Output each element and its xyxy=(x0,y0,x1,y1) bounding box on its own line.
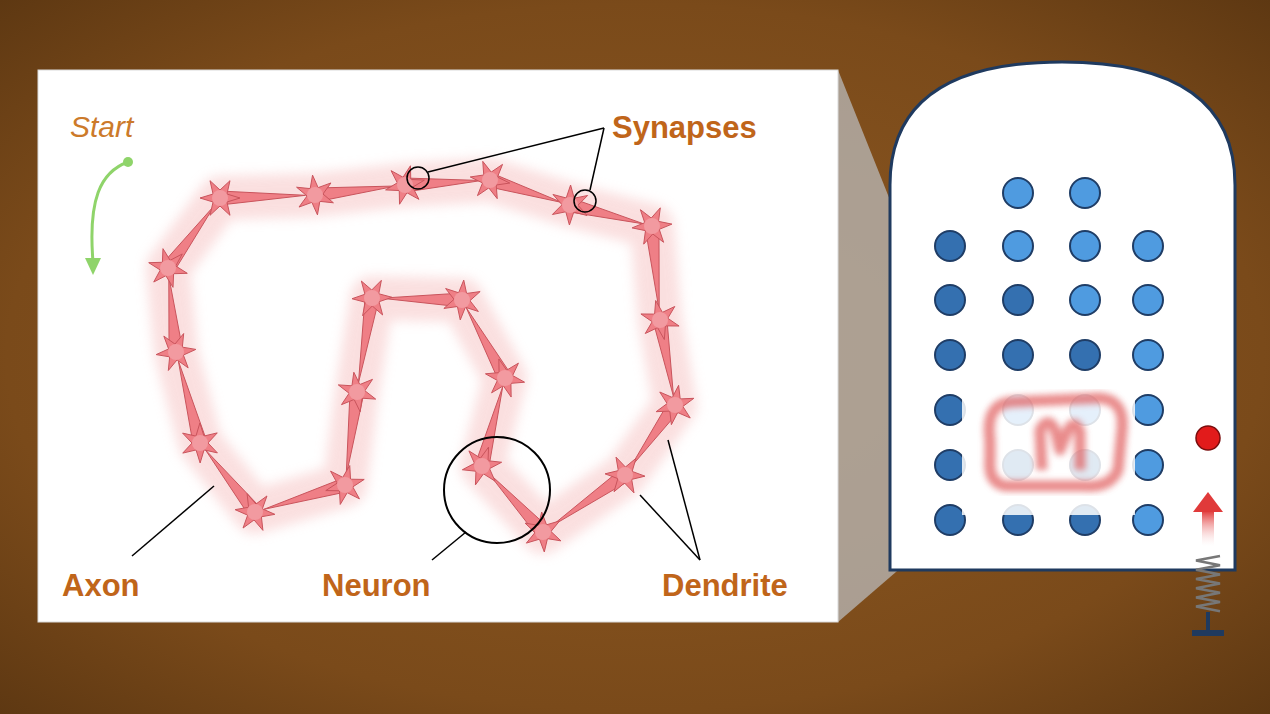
neuron-body xyxy=(617,467,633,483)
neuron-soma xyxy=(352,280,392,315)
peg xyxy=(1070,178,1100,208)
synapses-label: Synapses xyxy=(612,112,757,143)
peg xyxy=(935,231,965,261)
peg xyxy=(1133,231,1163,261)
neuron-label: Neuron xyxy=(322,570,431,601)
neuron-soma xyxy=(156,334,196,371)
neuron-body xyxy=(364,290,380,306)
peg xyxy=(1003,178,1033,208)
neuron-body xyxy=(307,187,323,203)
main-panel xyxy=(38,70,838,622)
neuron-soma xyxy=(485,359,524,397)
peg xyxy=(935,505,965,535)
board-outline xyxy=(890,62,1235,570)
neuron-body xyxy=(397,177,413,193)
neuron-body xyxy=(212,190,228,206)
neuron-body xyxy=(168,344,184,360)
peg xyxy=(1133,340,1163,370)
peg xyxy=(935,450,965,480)
neuron-chain xyxy=(149,161,694,552)
neuron-soma xyxy=(386,166,425,204)
neuron-soma xyxy=(632,208,672,244)
neuron-body xyxy=(497,370,513,386)
peg xyxy=(935,395,965,425)
neuron-soma xyxy=(326,466,364,505)
axon xyxy=(475,387,502,468)
neuron-body xyxy=(474,458,490,474)
neuron-soma xyxy=(444,280,480,320)
neuron-body xyxy=(535,524,551,540)
neuron-soma xyxy=(338,372,375,411)
neuron-body xyxy=(247,504,263,520)
peg xyxy=(1133,505,1163,535)
neuron-soma xyxy=(656,385,694,424)
dendrite-label: Dendrite xyxy=(662,570,788,601)
neuron-soma xyxy=(235,494,275,531)
neuron-soma xyxy=(605,457,645,493)
neuron-soma xyxy=(183,423,218,463)
peg xyxy=(935,285,965,315)
neuron-body xyxy=(644,218,660,234)
neuron-body xyxy=(160,260,176,276)
peg xyxy=(1003,231,1033,261)
neuron-soma xyxy=(641,300,679,339)
neuron-body xyxy=(562,197,578,213)
start-arrow xyxy=(85,157,133,275)
neuron-body xyxy=(482,172,498,188)
leader-lines xyxy=(132,128,700,560)
launch-arrow xyxy=(1193,492,1223,546)
inset-pattern xyxy=(989,398,1122,486)
neuron-soma xyxy=(470,161,510,198)
axon xyxy=(264,478,347,509)
peg xyxy=(1070,340,1100,370)
neuron-body xyxy=(192,435,208,451)
neuron-soma xyxy=(200,181,240,216)
neuron-soma xyxy=(462,447,501,485)
peg xyxy=(1133,450,1163,480)
neuron-soma xyxy=(297,175,334,215)
spring xyxy=(1192,556,1224,636)
peg xyxy=(1070,231,1100,261)
peg xyxy=(1003,340,1033,370)
start-label: Start xyxy=(70,112,133,142)
neuron-body xyxy=(652,312,668,328)
neuron-body xyxy=(349,384,365,400)
zoom-inset xyxy=(962,380,1135,515)
peg-grid xyxy=(935,178,1163,535)
neuron-body xyxy=(667,397,683,413)
neuron-body xyxy=(454,292,470,308)
axon-label: Axon xyxy=(62,570,140,601)
peg xyxy=(1003,285,1033,315)
neuron-body xyxy=(337,477,353,493)
neural-glow xyxy=(168,180,675,532)
neuron-soma xyxy=(149,249,188,288)
ball xyxy=(1196,426,1220,450)
peg xyxy=(1070,285,1100,315)
peg xyxy=(1133,285,1163,315)
peg xyxy=(935,340,965,370)
peg xyxy=(1133,395,1163,425)
